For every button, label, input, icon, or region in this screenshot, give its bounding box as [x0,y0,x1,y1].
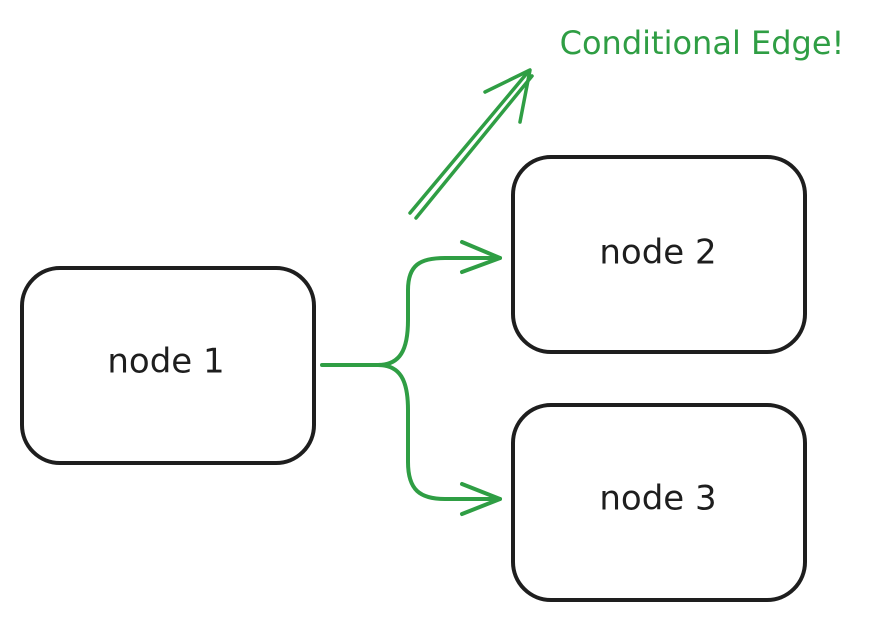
node-1-label: node 1 [107,342,224,382]
annotation-arrow-head [483,68,532,124]
node-3-box [511,403,807,602]
node-2-label: node 2 [599,233,716,273]
node-3[interactable]: node 3 [511,403,807,602]
node-1[interactable]: node 1 [20,266,316,465]
annotation-label: Conditional Edge! [560,24,845,62]
edge-to-node-3 [376,363,502,501]
node-2-box [511,155,807,354]
edge-to-node-2 [376,256,502,367]
annotation-arrow-shaft-a [408,70,530,215]
conditional-edge[interactable] [320,240,502,516]
node-1-box [20,266,316,465]
annotation-arrow [408,68,534,220]
edge-to-node-2-arrowhead [460,240,502,274]
edge-to-node-3-arrowhead [460,482,502,516]
annotation-arrow-shaft-b [414,74,534,220]
node-2[interactable]: node 2 [511,155,807,354]
node-3-label: node 3 [599,479,716,519]
